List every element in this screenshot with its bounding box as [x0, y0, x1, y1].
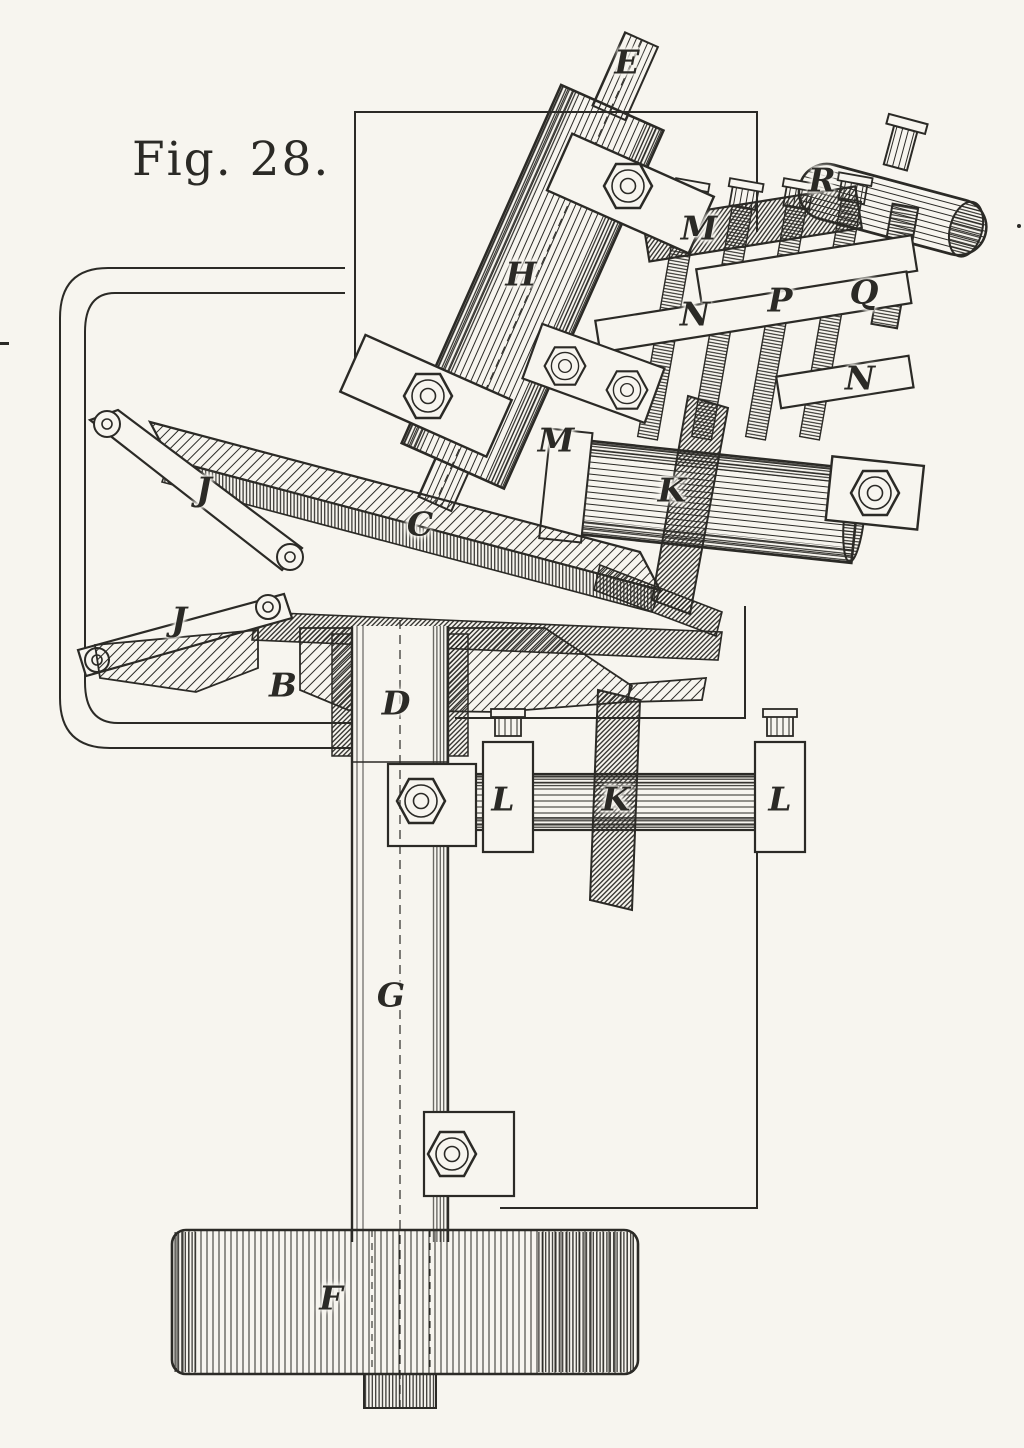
shaft-clamp-lower [422, 1110, 516, 1198]
hex-nut [395, 777, 447, 825]
bar-N-right [774, 354, 915, 410]
bar-M-upper [641, 185, 864, 263]
hex-nut [605, 370, 649, 410]
cylinder-H [338, 31, 716, 513]
hex-nut [849, 469, 901, 517]
hex-nut [543, 346, 587, 386]
handle-knob [882, 112, 929, 172]
bearing-L-left [481, 740, 535, 854]
arm-J-upper [87, 408, 304, 572]
disc-C [147, 420, 723, 661]
scan-specks [0, 224, 1021, 345]
small-clamp-M [521, 322, 666, 425]
bar-N-left [594, 270, 913, 354]
cross-shaft-L-K-L [460, 688, 807, 912]
bearing-L-right [753, 740, 807, 854]
hex-nut [602, 162, 654, 210]
bevel-disc-lower [588, 688, 642, 912]
hex-nut [402, 372, 454, 420]
figure-title: Fig. 28. [132, 132, 331, 187]
shaft-clamp-upper [386, 762, 478, 848]
hex-nut [426, 1130, 478, 1178]
pulley-F [170, 1228, 640, 1409]
